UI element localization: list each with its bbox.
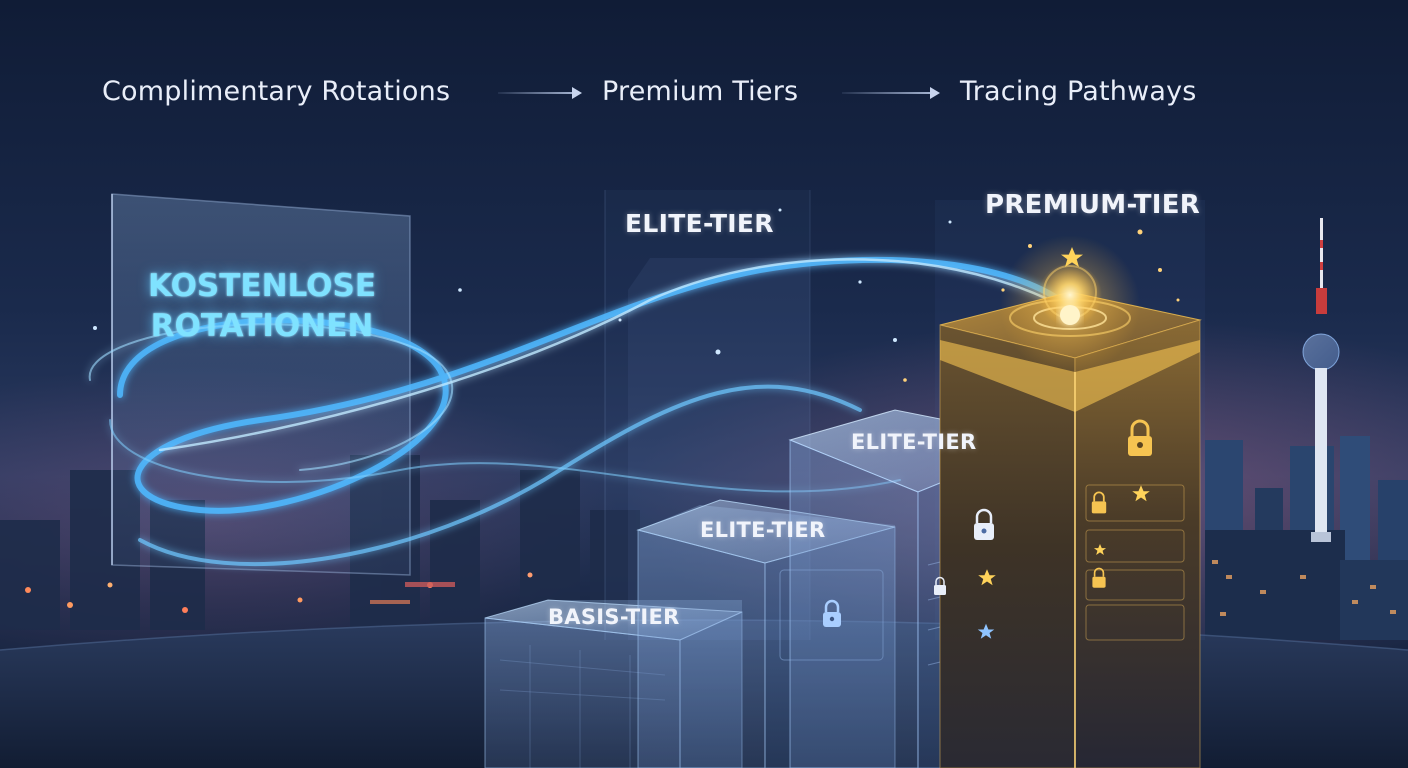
city-lights-left — [25, 572, 533, 613]
flow-arrow-2 — [842, 87, 940, 99]
free-rotations-line-2: ROTATIONEN — [150, 308, 374, 344]
basis-tier-label: BASIS-TIER — [548, 605, 680, 629]
sparkles — [93, 208, 952, 355]
lock-icon — [823, 419, 1152, 627]
tv-tower-icon — [1302, 218, 1340, 542]
premium-tier-label: PREMIUM-TIER — [985, 190, 1201, 220]
city-skyline-right — [1205, 436, 1408, 640]
back-elite-tier-label: ELITE-TIER — [625, 209, 774, 238]
flow-step-complimentary-rotations: Complimentary Rotations — [102, 76, 451, 107]
free-rotations-line-1: KOSTENLOSE — [147, 268, 377, 304]
flow-step-tracing-pathways: Tracing Pathways — [960, 76, 1197, 107]
gold-orb — [1000, 235, 1140, 375]
free-rotations-panel — [111, 193, 411, 576]
elite-tier-2-label: ELITE-TIER — [851, 430, 977, 454]
elite-tier-1-label: ELITE-TIER — [700, 518, 826, 542]
flow-step-premium-tiers: Premium Tiers — [602, 76, 799, 107]
flow-arrow-1 — [498, 87, 582, 99]
infinity-loop — [88, 257, 1063, 567]
free-rotations-title: KOSTENLOSE ROTATIONEN — [122, 266, 402, 346]
star-icon — [977, 623, 995, 639]
star-icon — [978, 247, 1150, 586]
